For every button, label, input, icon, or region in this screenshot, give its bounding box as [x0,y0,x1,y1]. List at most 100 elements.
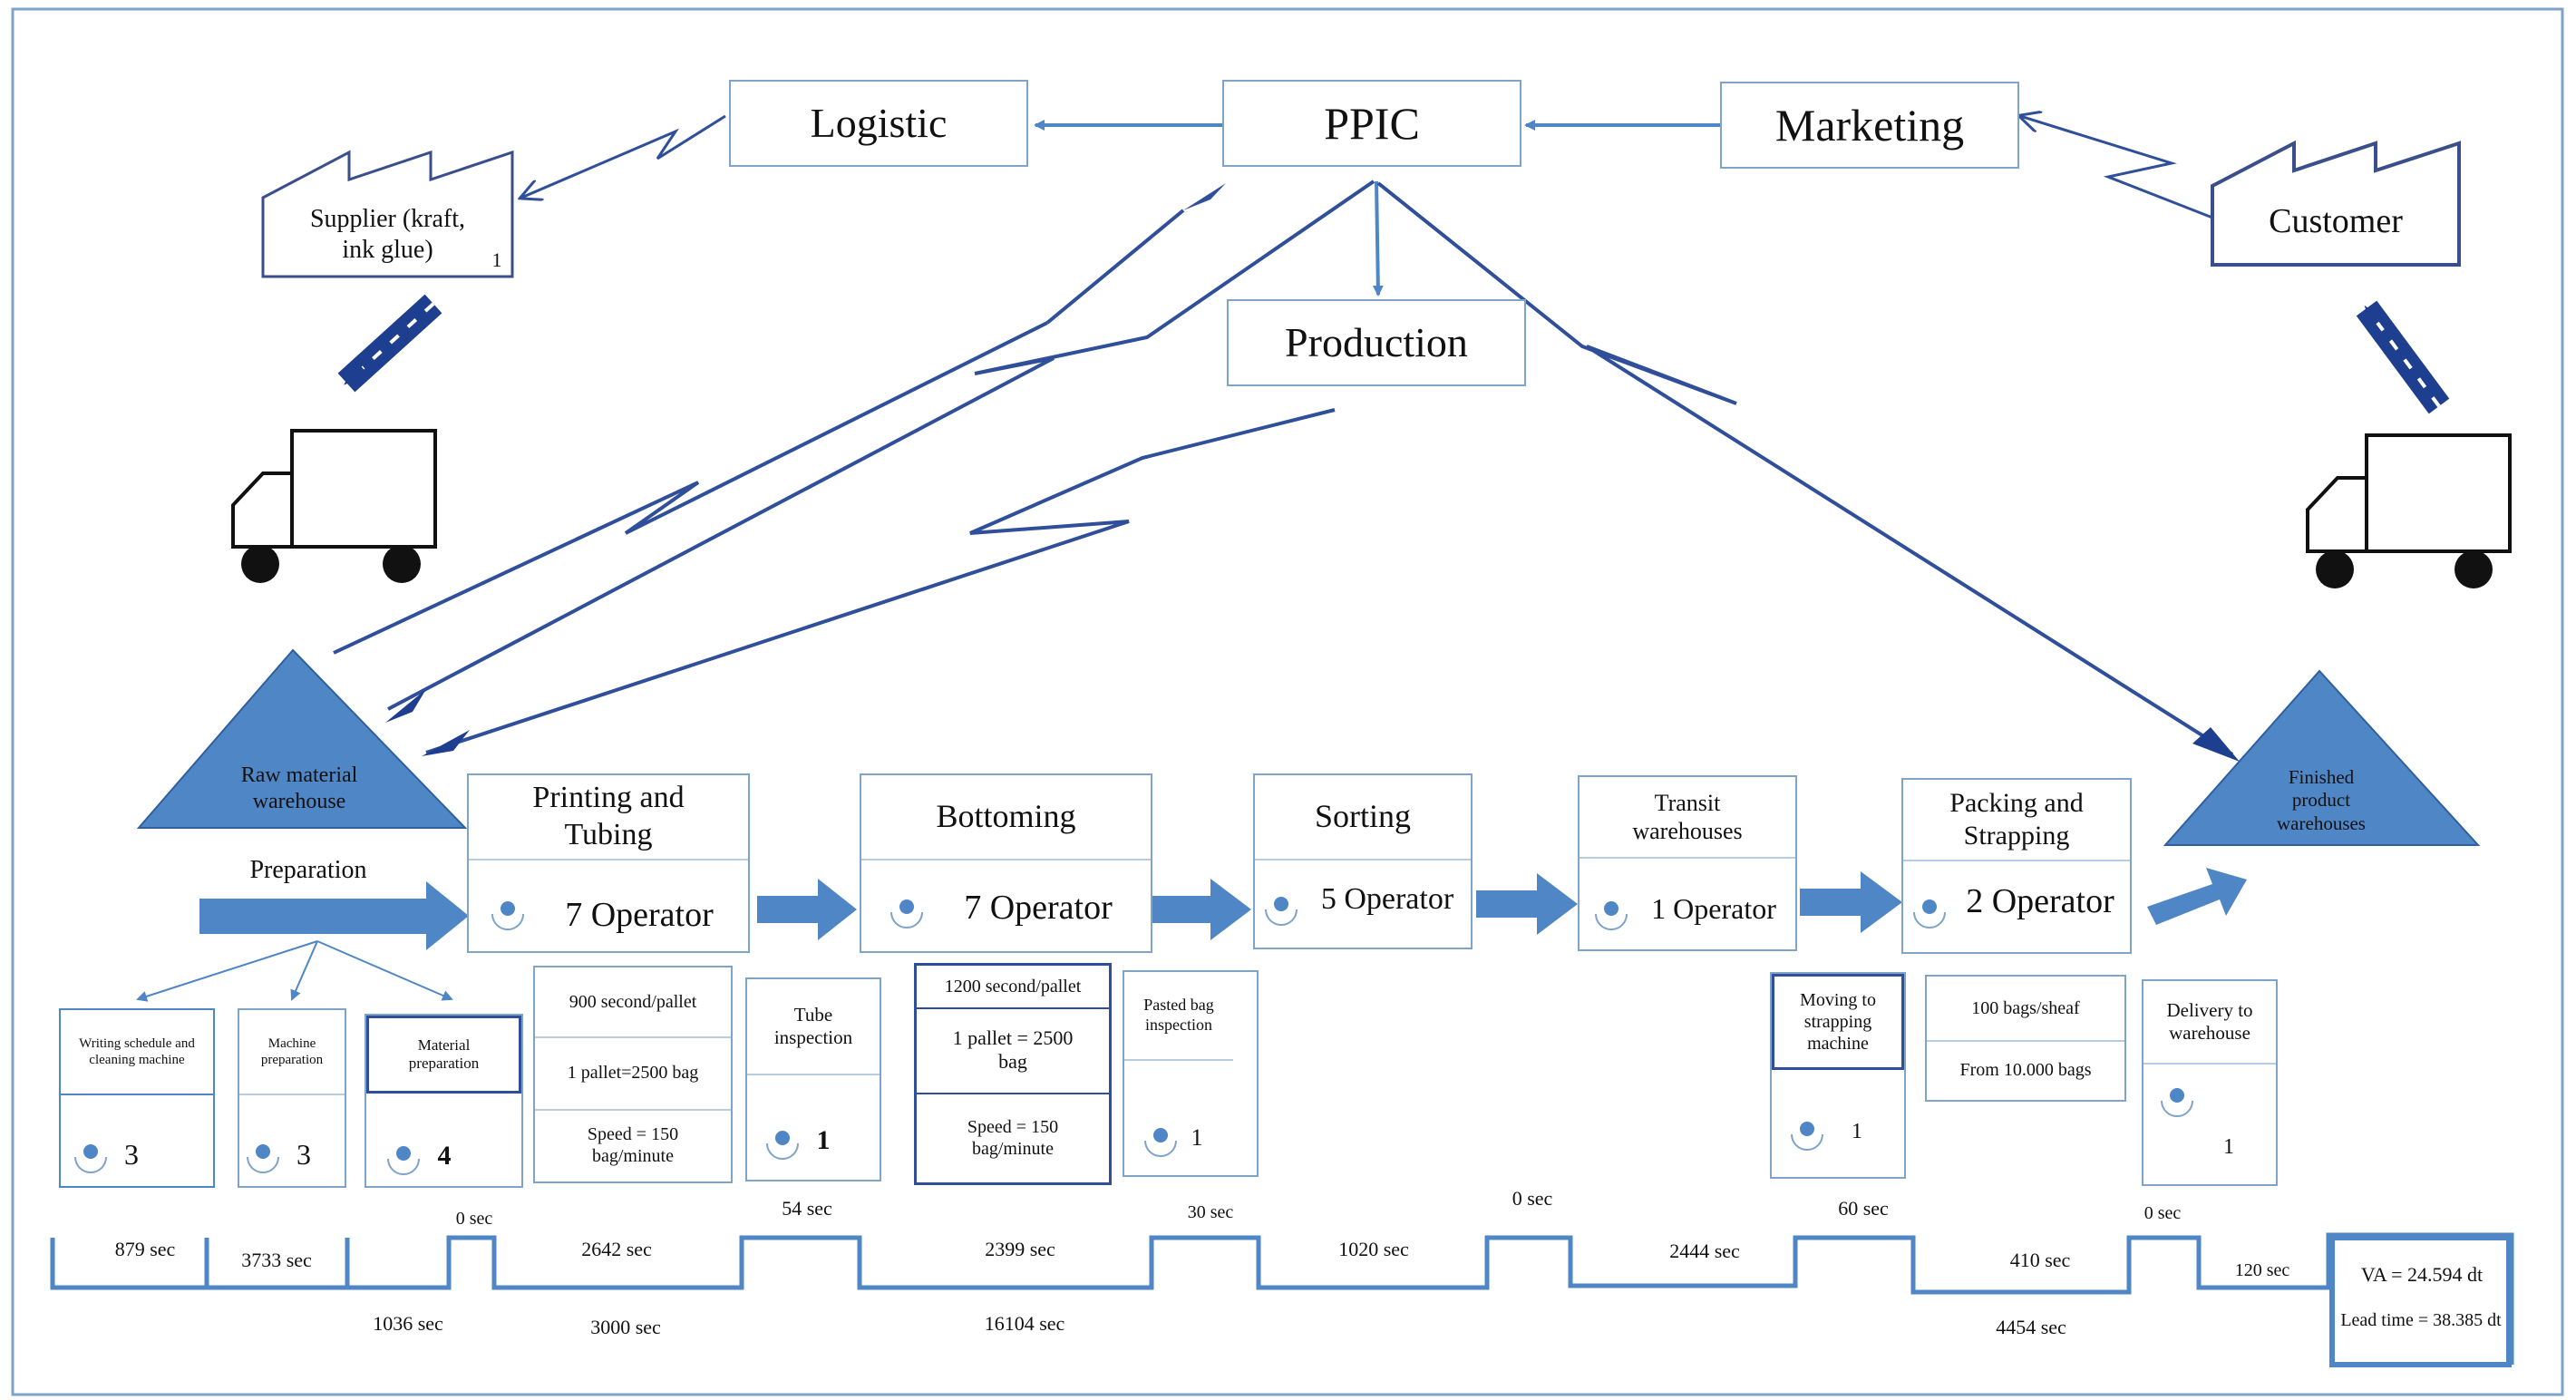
operator-count: 1 Operator [1651,892,1776,926]
push-arrow-1 [757,879,857,940]
raw-to-ppic-arrowhead [1183,183,1226,210]
production-box [1227,299,1526,386]
moving-box [1770,972,1906,1179]
operator-count: 7 Operator [964,889,1113,928]
production-to-raw-signal [425,408,1336,754]
process-name: Transit warehouses [1580,777,1795,859]
page-frame [11,7,2564,1396]
pasted-inspection-label: Pasted bag inspection [1124,972,1233,1061]
timeline-upper: 2444 sec [1669,1239,1740,1262]
ppic-box [1222,80,1521,167]
timeline-upper: 30 sec [1187,1202,1234,1222]
data-row: Speed = 150 bag/minute [967,1117,1059,1159]
timeline-upper: 3733 sec [241,1248,312,1271]
timeline-upper: 120 sec [2234,1260,2290,1280]
timeline-lower: 4454 sec [1996,1315,2066,1338]
prep-task-writing [59,1008,215,1188]
inspection-operator-count: 1 [1191,1124,1203,1152]
prep-operator-count: 3 [296,1137,311,1171]
inspection-operator-count: 1 [816,1125,831,1155]
timeline-upper: 0 sec [455,1209,493,1229]
data-row: 1200 second/pallet [917,966,1109,1009]
delivery-operator-count: 1 [2223,1134,2234,1159]
process-sorting [1253,773,1473,949]
data-row: 900 second/pallet [535,967,731,1038]
raw-material-triangle [136,648,468,829]
prep-task-name: Material preparation [366,1016,521,1094]
supplier-mark: 1 [491,248,502,271]
ppic-label: PPIC [1324,98,1420,149]
customer-label: Customer [2269,202,2403,241]
packing-data-box [1925,975,2126,1102]
ppic-to-production-arrow [1372,180,1384,297]
customer-factory-icon [2211,140,2461,267]
push-arrow-5 [2147,868,2247,925]
timeline-lower: 16104 sec [984,1311,1065,1335]
logistic-to-supplier-signal [521,114,726,198]
data-row: 1 pallet=2500 bag [535,1036,731,1111]
timeline-upper: 1020 sec [1338,1237,1409,1260]
timeline-upper: 0 sec [1512,1186,1553,1210]
operator-icon [1784,1111,1830,1152]
customer-shipment-arrow [2356,300,2450,414]
timeline-upper: 2399 sec [985,1237,1055,1260]
preparation-branches [136,940,453,1002]
process-bottoming [860,773,1152,953]
timeline-upper: 54 sec [782,1196,832,1220]
timeline-upper: 2642 sec [581,1237,652,1260]
operator-icon [1589,889,1634,934]
timeline-upper: 410 sec [2009,1248,2071,1271]
timeline-upper: 879 sec [114,1237,176,1260]
operator-icon [485,889,530,934]
timeline-upper: 60 sec [1838,1196,1889,1220]
operator-icon [1259,884,1304,929]
operator-count: 7 Operator [565,896,714,935]
delivery-box [2142,979,2278,1186]
tube-inspection-label: Tube inspection [747,979,880,1075]
raw-to-ppic-signal [333,321,1048,655]
process-name: Sorting [1255,775,1471,860]
ppic-to-raw-signal [387,180,1375,711]
prep-task-name: Machine preparation [239,1010,345,1095]
prep-task-name: Writing schedule and cleaning machine [61,1010,213,1095]
finished-product-label: Finished product warehouses [2277,766,2366,834]
prep-task-machine [238,1008,346,1188]
process-name: Bottoming [861,775,1151,860]
delivery-label: Delivery to warehouse [2143,981,2276,1065]
production-label: Production [1285,319,1468,366]
data-row: Speed = 150 bag/minute [587,1124,679,1166]
push-arrow-4 [1800,871,1902,933]
prep-operator-count: 3 [124,1137,139,1171]
supplier-shipment-arrow [337,294,442,393]
supplier-label: Supplier (kraft, ink glue) [309,205,466,264]
logistic-box [729,80,1028,167]
operator-count: 5 Operator [1320,882,1454,917]
customer-truck-icon [2306,433,2512,588]
prep-task-material [365,1014,523,1188]
prep-operator-count: 4 [437,1141,452,1171]
preparation-label: Preparation [249,856,367,885]
timeline-ladder [50,1232,2514,1365]
operator-count: 2 Operator [1966,882,2114,921]
supplier-truck-icon [231,429,437,583]
operator-icon [1138,1117,1183,1159]
operator-icon [240,1133,286,1175]
operator-icon [2154,1077,2200,1119]
finished-product-triangle [2163,669,2481,846]
pasted-inspection-box [1123,970,1259,1177]
printing-data-box [533,966,733,1183]
process-printing-tubing [467,773,750,953]
va-total: VA = 24.594 dt [2360,1262,2484,1286]
logistic-label: Logistic [810,100,948,147]
data-row: 100 bags/sheaf [1927,977,2124,1042]
operator-icon [884,887,929,932]
marketing-label: Marketing [1774,100,1965,151]
operator-icon [68,1133,113,1175]
raw-material-label: Raw material warehouse [240,763,358,813]
timeline-lower: 3000 sec [590,1315,661,1338]
process-transit [1578,775,1797,951]
moving-label: Moving to strapping machine [1772,974,1904,1070]
process-name: Packing and Strapping [1903,780,2130,861]
